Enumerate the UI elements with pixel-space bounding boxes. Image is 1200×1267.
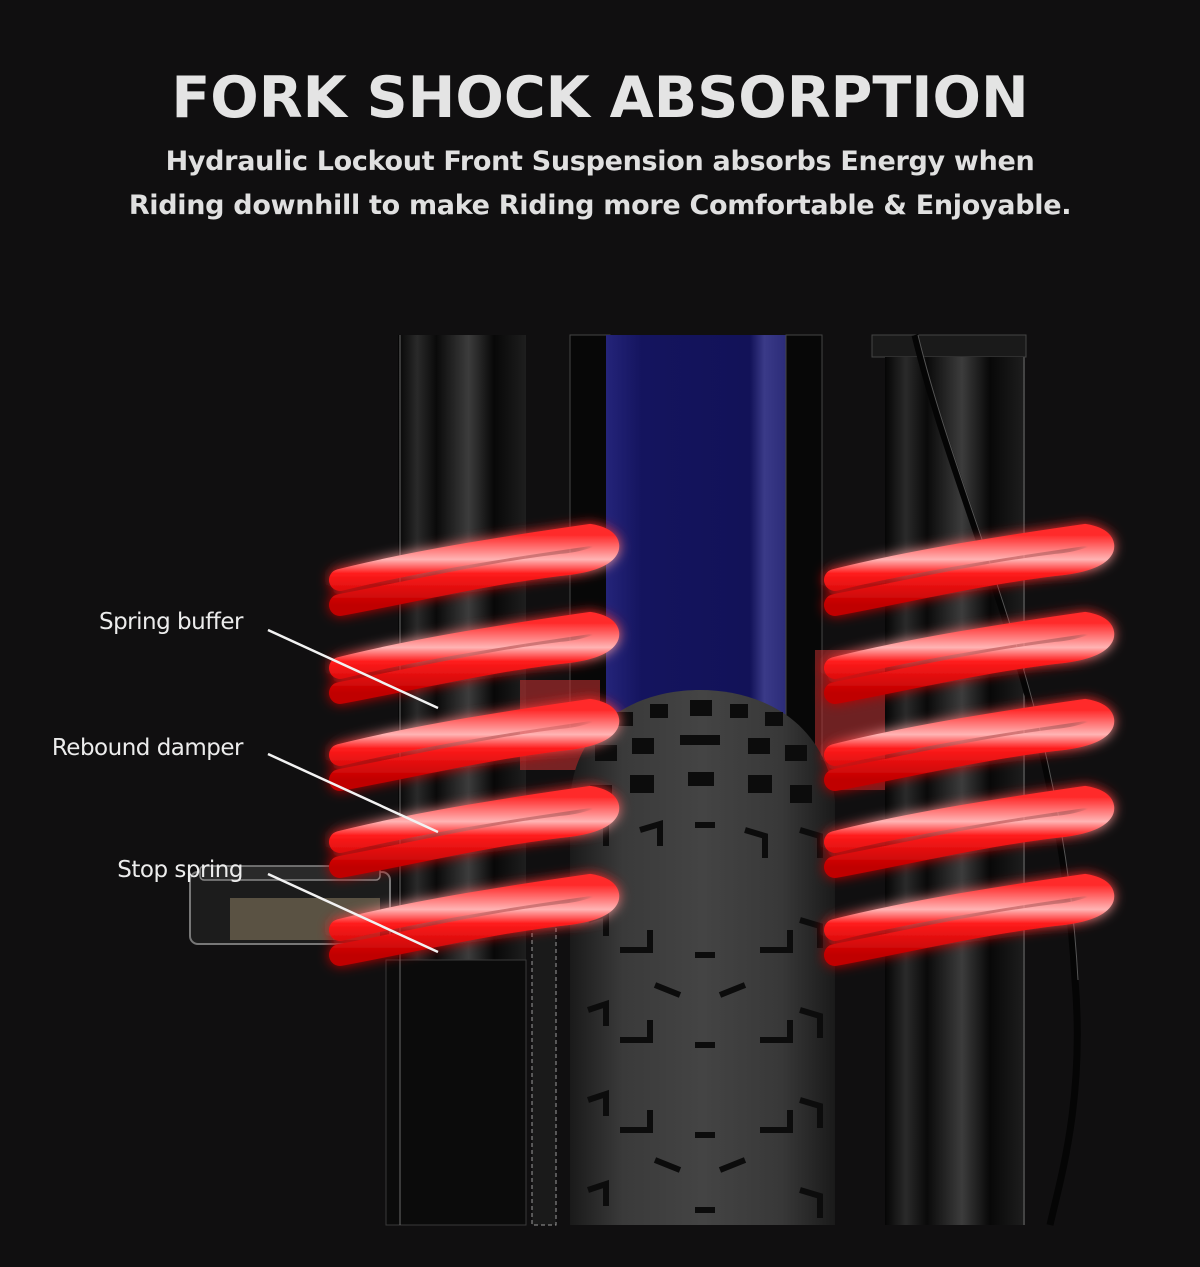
page-title: FORK SHOCK ABSORPTION — [171, 65, 1029, 131]
callout-line-rebound-damper — [267, 752, 439, 834]
tire — [570, 690, 835, 1225]
chain — [531, 909, 557, 1226]
subtitle-line-2: Riding downhill to make Riding more Comf… — [128, 190, 1072, 221]
head-tube — [606, 335, 786, 755]
callout-line-stop-spring — [267, 872, 439, 954]
callout-spring-buffer: Spring buffer — [98, 609, 244, 635]
left-coil-spring — [329, 523, 620, 966]
subtitle-line-1: Hydraulic Lockout Front Suspension absor… — [165, 146, 1035, 177]
right-coil-spring — [824, 523, 1115, 966]
callout-stop-spring: Stop spring — [117, 857, 243, 883]
callout-line-spring-buffer — [267, 628, 439, 710]
brake-cable — [911, 334, 1081, 1226]
left-fork-leg — [385, 335, 527, 1226]
callout-rebound-damper: Rebound damper — [51, 735, 244, 761]
right-fork-leg — [871, 334, 1027, 1225]
page-subtitle: Hydraulic Lockout Front Suspension absor… — [0, 140, 1200, 228]
